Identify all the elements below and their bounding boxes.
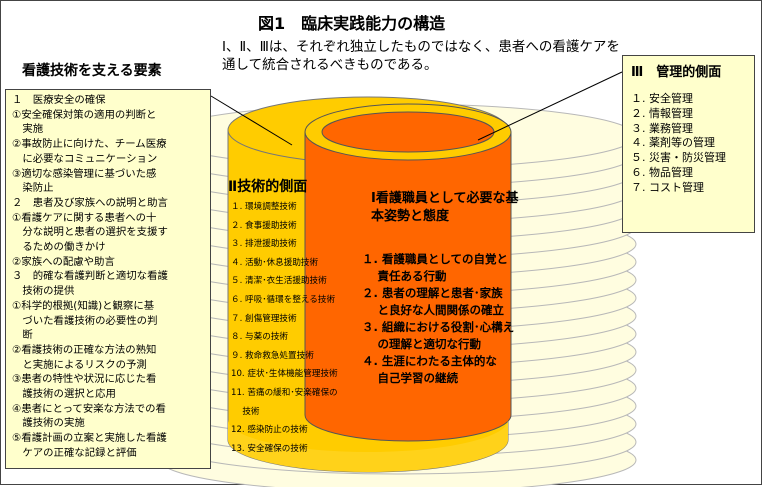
- figure-title: 図1 臨床実践能力の構造: [258, 14, 446, 33]
- basic-attitude-item: 責任ある行動: [362, 269, 447, 283]
- left-panel-line: １ 医療安全の確保: [12, 94, 106, 106]
- technical-item: ６. 呼吸･循環を整える技術: [231, 294, 336, 305]
- technical-item: ３. 排泄援助技術: [231, 239, 297, 250]
- basic-attitude-item: ４. 生涯にわたる主体的な: [362, 354, 497, 368]
- middle-cylinder-front-band: [228, 420, 508, 472]
- left-panel-line: 護技術の実施: [12, 417, 85, 430]
- technical-item: 技術: [231, 406, 260, 417]
- technical-item: 10. 症状･生体機能管理技術: [231, 369, 338, 380]
- left-panel-line: ③適切な感染管理に基づいた感: [12, 167, 157, 180]
- technical-items: １. 環境調整技術 ２. 食事援助技術 ３. 排泄援助技術 ４. 活動･休息援助技術 ５…: [231, 198, 338, 458]
- management-item: ６. 物品管理: [631, 165, 693, 179]
- inner-cylinder-top: [321, 111, 495, 153]
- basic-attitude-item: １. 看護職員としての自覚と: [362, 252, 509, 266]
- left-panel-line: 実施: [12, 123, 44, 136]
- technical-item: ４. 活動･休息援助技術: [231, 257, 319, 268]
- left-panel-line: ①安全確保対策の適用の判断と: [12, 108, 157, 121]
- basic-attitude-item: ２. 患者の理解と患者･家族: [362, 286, 503, 300]
- callout-line-right: [477, 71, 623, 141]
- management-item: ５. 災害・防災管理: [631, 151, 726, 165]
- left-panel-lines: １ 医療安全の確保 ①安全確保対策の適用の判断と 実施 ②事故防止に向けた、チーム医…: [12, 93, 206, 461]
- left-panel-heading: 看護技術を支える要素: [22, 63, 162, 79]
- left-panel-line: ②事故防止に向けた、チーム医療: [12, 138, 167, 151]
- technical-item: １. 環境調整技術: [231, 202, 297, 212]
- management-item: ７. コスト管理: [631, 180, 704, 194]
- technical-item: 13. 安全確保の技術: [231, 443, 308, 454]
- technical-item: ２. 食事援助技術: [231, 220, 297, 231]
- left-panel-line: 技術の提供: [12, 285, 75, 298]
- left-panel-line: ３ 的確な看護判断と適切な看護: [12, 270, 168, 283]
- left-panel-line: ⑤看護計画の立案と実施した看護: [12, 432, 167, 445]
- left-panel-line: ケアの正確な記録と評価: [12, 446, 137, 459]
- management-item: ３. 業務管理: [631, 121, 693, 135]
- left-panel-line: ③患者の特性や状況に応じた看: [12, 373, 157, 386]
- left-panel-line: ①看護ケアに関する患者への十: [12, 211, 157, 224]
- callout-line-left: [210, 95, 293, 146]
- figure-subtitle: Ⅰ、Ⅱ、Ⅲは、それぞれ独立したものではなく、患者への看護ケアを通して統合されるべ…: [222, 39, 620, 73]
- technical-item: ７. 創傷管理技術: [231, 313, 297, 324]
- left-panel-line: 断: [12, 329, 33, 342]
- basic-attitude-item: の理解と適切な行動: [362, 337, 482, 351]
- left-panel-line: るための働きかけ: [12, 241, 106, 254]
- left-panel-line: 護技術の選択と応用: [12, 388, 116, 401]
- left-panel-line: 分な説明と患者の選択を支援す: [12, 226, 168, 239]
- basic-attitude-item: 自己学習の継続: [362, 371, 459, 385]
- basic-attitude-heading: Ⅰ看護職員として必要な基本姿勢と態度: [371, 191, 519, 224]
- left-panel-line: ２ 患者及び家族への説明と助言: [12, 196, 168, 209]
- technical-item: ８. 与薬の技術: [231, 332, 289, 343]
- technical-item: 11. 苦痛の緩和･安楽確保の: [231, 387, 338, 398]
- management-item: ４. 薬剤等の管理: [631, 136, 715, 150]
- basic-attitude-item: ３. 組織における役割･心構え: [362, 320, 515, 334]
- technical-item: 12. 感染防止の技術: [231, 425, 308, 436]
- management-heading: Ⅲ 管理的側面: [631, 65, 722, 80]
- inner-cylinder-body: [304, 131, 512, 442]
- left-panel-line: に必要なコミュニケーション: [12, 152, 158, 165]
- left-panel-box: １ 医療安全の確保 ①安全確保対策の適用の判断と 実施 ②事故防止に向けた、チーム医…: [5, 89, 211, 469]
- left-panel-line: ④患者にとって安楽な方法での看: [12, 402, 166, 415]
- left-panel-line: ①科学的根拠(知識)と観察に基: [12, 299, 155, 312]
- management-item: ２. 情報管理: [631, 106, 693, 120]
- basic-attitude-items: １. 看護職員としての自覚と 責任ある行動 ２. 患者の理解と患者･家族 と良好な…: [362, 251, 530, 387]
- technical-item: ９. 救命救急処置技術: [231, 350, 314, 361]
- management-item: １. 安全管理: [631, 92, 693, 105]
- left-panel-line: ②家族への配慮や助言: [12, 255, 115, 268]
- basic-attitude-item: と良好な人間関係の確立: [362, 303, 505, 317]
- left-panel-line: 染防止: [12, 182, 54, 195]
- technical-item: ５. 清潔･衣生活援助技術: [231, 276, 327, 287]
- technical-heading: Ⅱ技術的側面: [228, 179, 308, 195]
- left-panel-line: と実施によるリスクの予測: [12, 358, 147, 371]
- left-panel-line: づいた看護技術の必要性の判: [12, 314, 158, 327]
- left-panel-line: ②看護技術の正確な方法の熟知: [12, 343, 157, 356]
